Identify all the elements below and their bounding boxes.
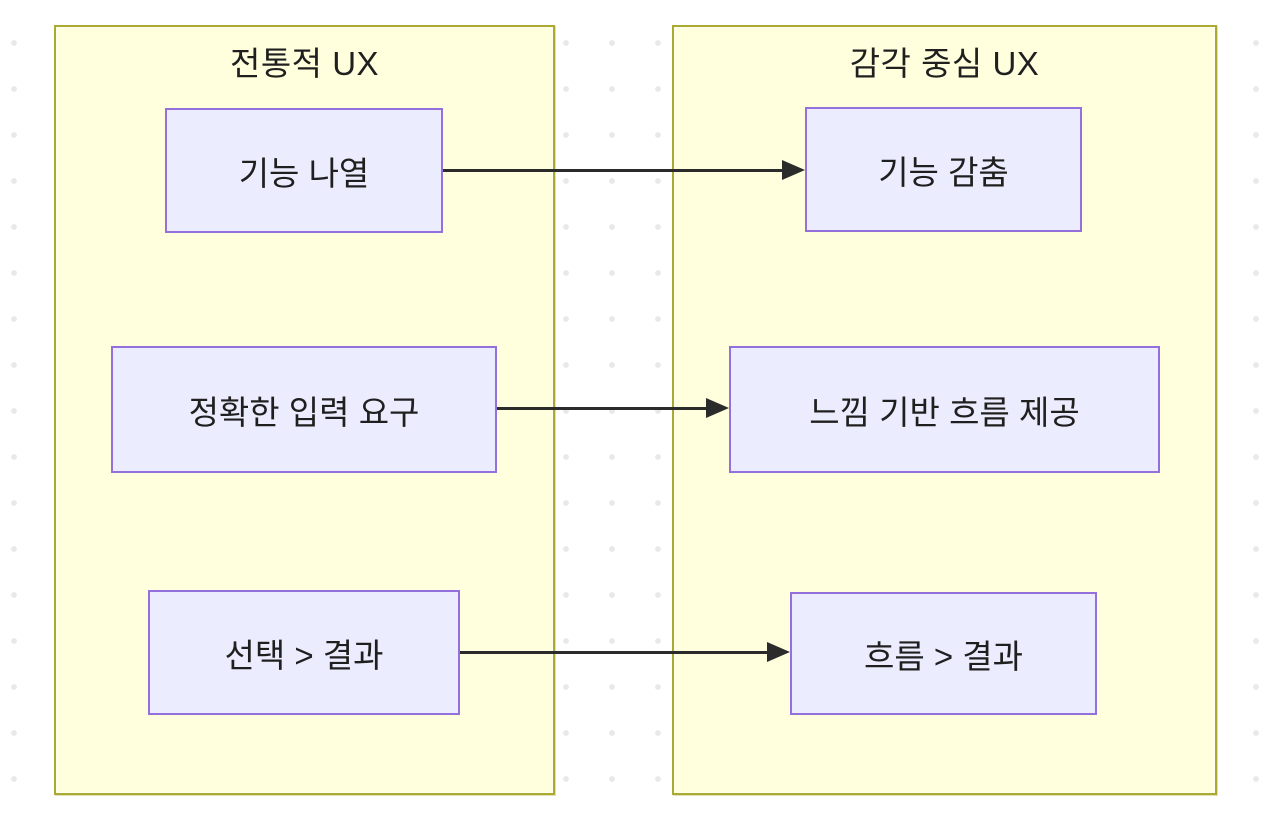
node-feature-hiding: 기능 감춤 xyxy=(805,107,1082,232)
arrow-row2-head-icon xyxy=(706,398,729,418)
node-selection-over-result: 선택 > 결과 xyxy=(148,590,460,715)
node-flow-over-result: 흐름 > 결과 xyxy=(790,592,1097,715)
arrow-row3-line xyxy=(460,650,784,654)
arrow-row1 xyxy=(443,160,805,180)
arrow-row3-head-icon xyxy=(767,642,790,662)
arrow-row3 xyxy=(460,642,790,662)
panel-title-sense-centered-ux: 감각 중심 UX xyxy=(849,45,1040,82)
arrow-row2 xyxy=(497,398,729,418)
arrow-row2-line xyxy=(497,406,723,410)
arrow-row1-head-icon xyxy=(782,160,805,180)
node-feature-listing: 기능 나열 xyxy=(165,108,443,233)
node-exact-input-required: 정확한 입력 요구 xyxy=(111,346,497,473)
panel-title-traditional-ux: 전통적 UX xyxy=(229,45,380,82)
node-feeling-based-flow: 느낌 기반 흐름 제공 xyxy=(729,346,1160,473)
arrow-row1-line xyxy=(443,168,799,172)
